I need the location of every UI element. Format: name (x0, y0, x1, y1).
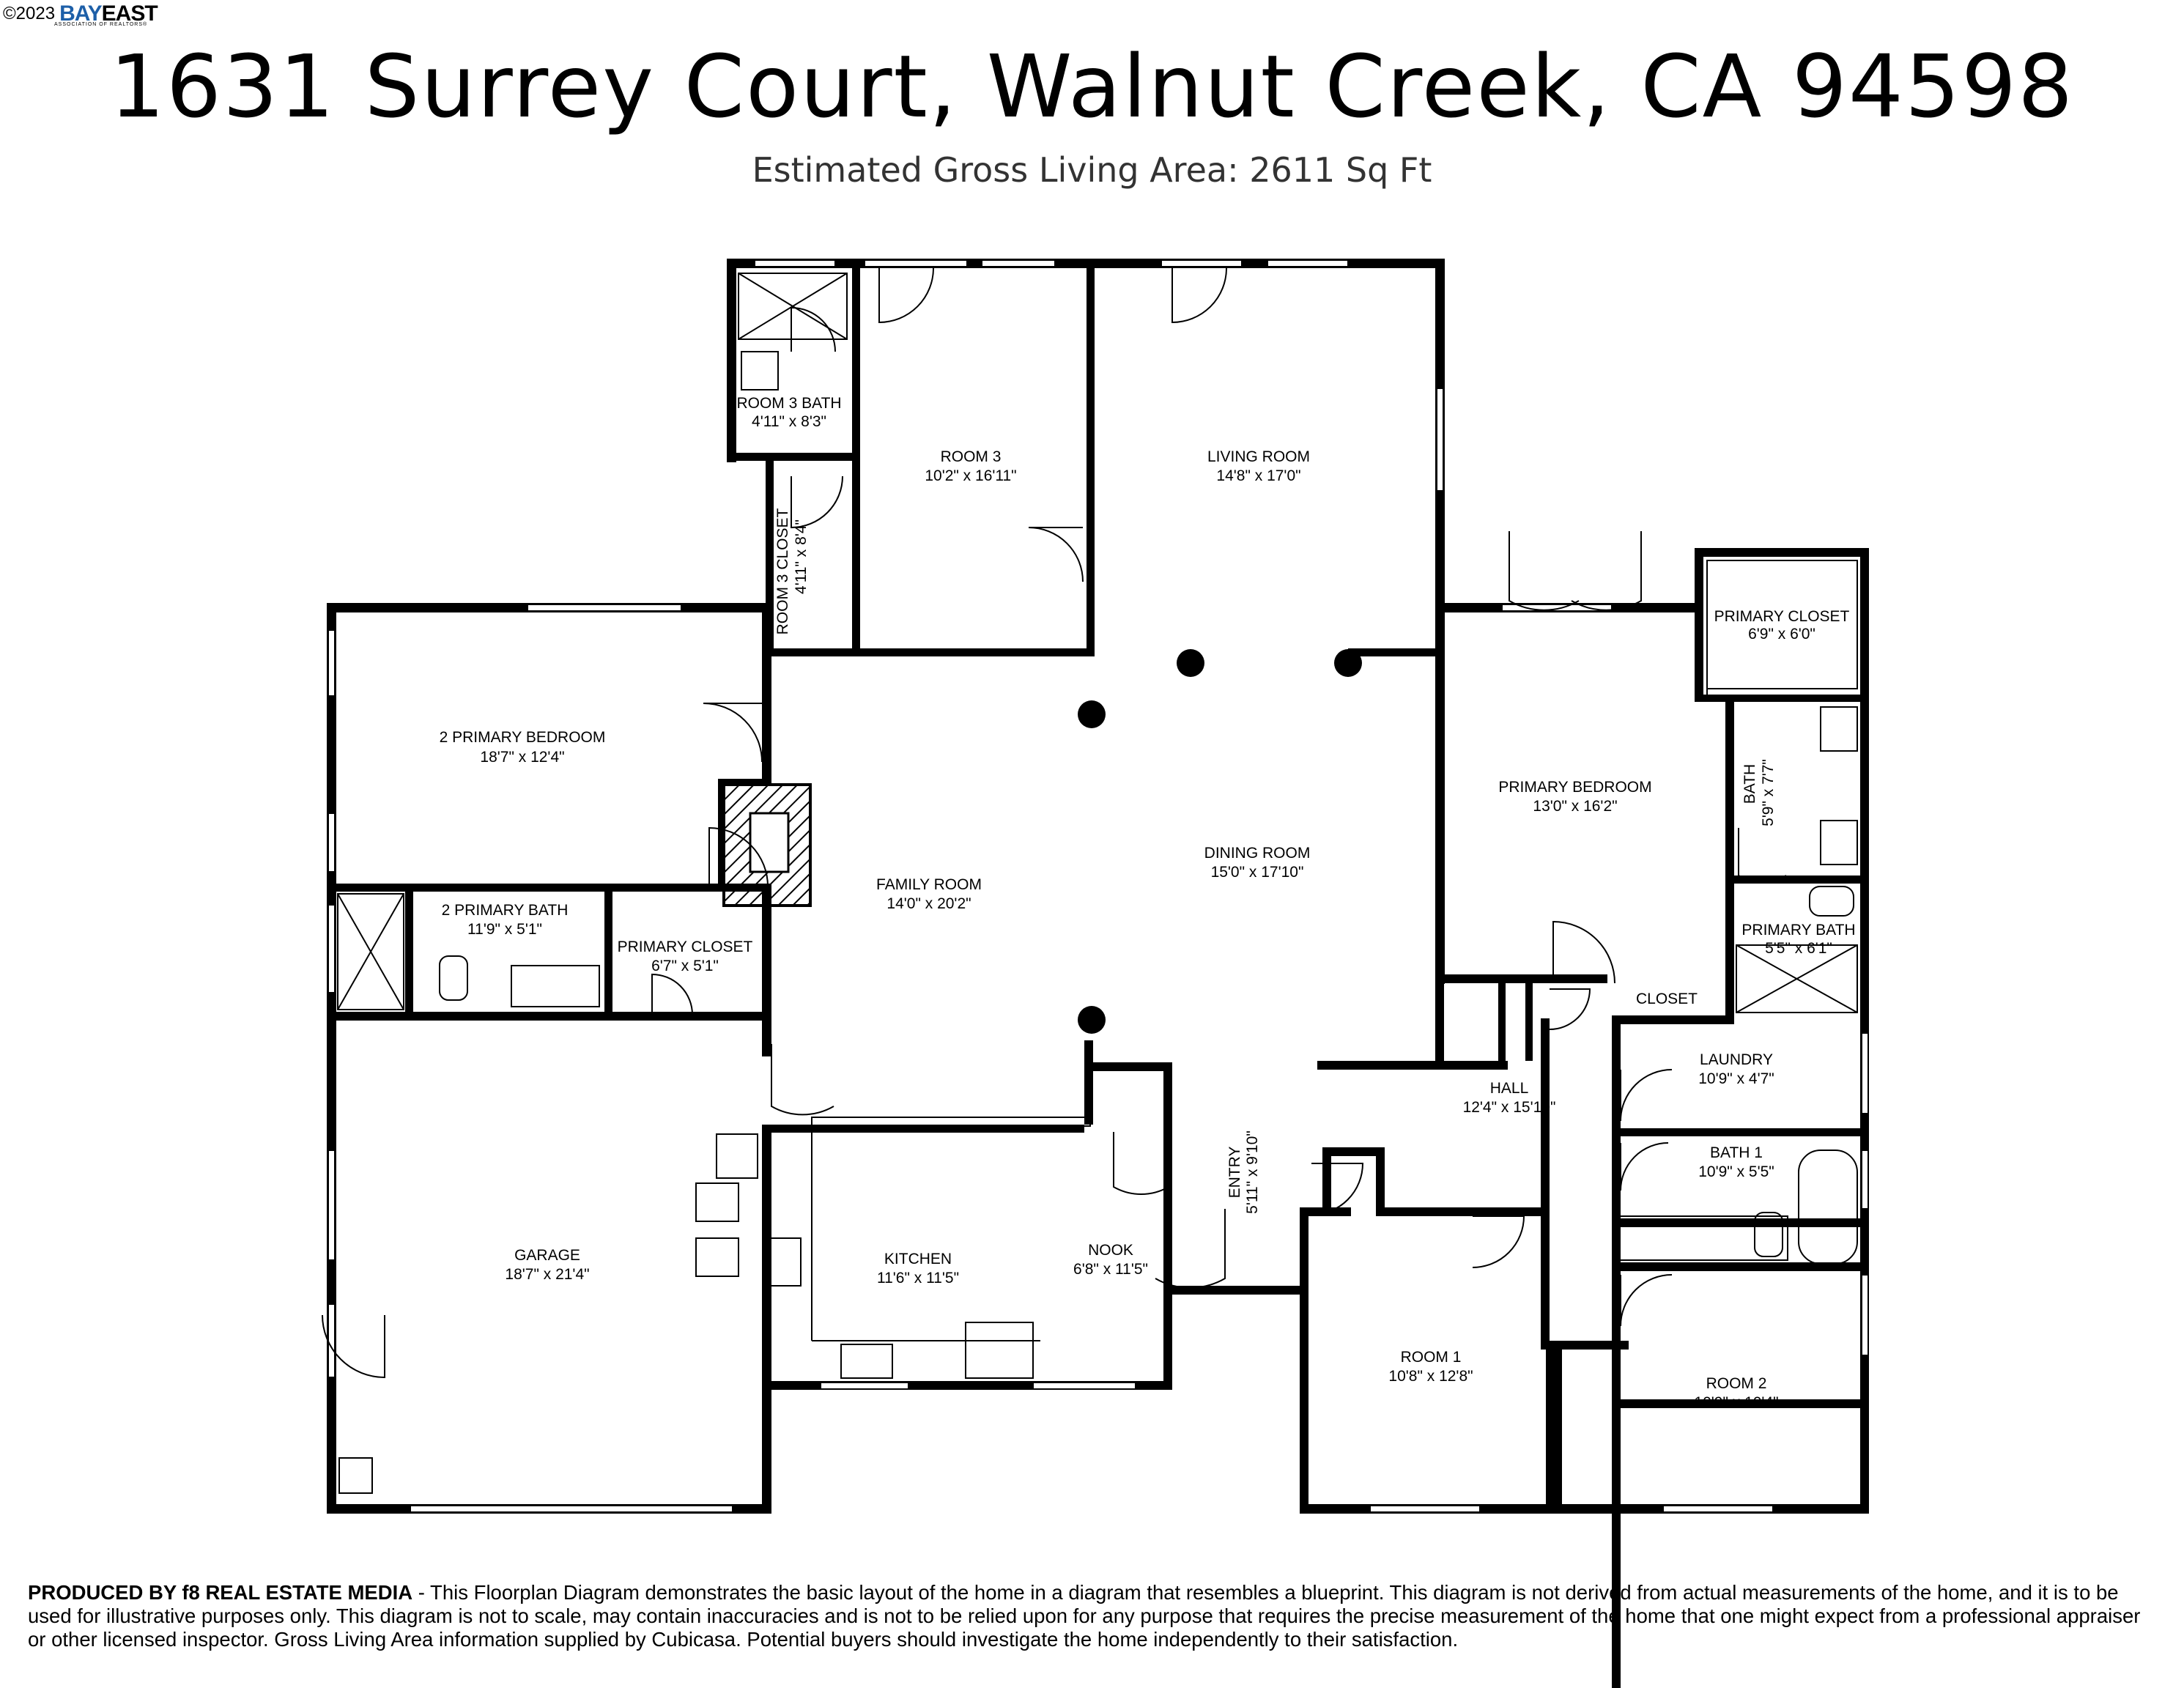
room-dims-room3: 10'2" x 16'11" (925, 467, 1016, 484)
room-label-primary-bath: PRIMARY BATH (1741, 922, 1855, 939)
room-dims-room3-bath: 4'11" x 8'3" (752, 413, 826, 430)
room-label-2-primary-bedroom: 2 PRIMARY BEDROOM (440, 729, 606, 746)
copyright-text: ©2023 (3, 4, 56, 23)
room-dims-2-primary-bath: 11'9" x 5'1" (467, 921, 542, 938)
room-dims-room-2: 10'9" x 10'4" (1694, 1394, 1778, 1411)
room-dims-room-1: 10'8" x 12'8" (1388, 1368, 1473, 1385)
room-label-primary-closet: PRIMARY CLOSET (1714, 608, 1850, 625)
bayeast-logo: ©2023 BAYEAST ASSOCIATION OF REALTORS® (3, 1, 158, 27)
room-dims-bath-1: 10'9" x 5'5" (1698, 1163, 1774, 1180)
fireplace-firebox (749, 812, 790, 873)
room-label-garage: GARAGE (514, 1247, 580, 1264)
columns (1078, 649, 1362, 1034)
disclaimer: PRODUCED BY f8 REAL ESTATE MEDIA - This … (28, 1581, 2156, 1651)
brand-tagline: ASSOCIATION OF REALTORS® (54, 22, 148, 27)
room-dims-primary-closet-2: 6'7" x 5'1" (651, 958, 719, 974)
room-label-closet: CLOSET (1636, 991, 1698, 1007)
page-title: 1631 Surrey Court, Walnut Creek, CA 9459… (109, 36, 2075, 137)
room-dims-laundry: 10'9" x 4'7" (1698, 1070, 1774, 1087)
walls (327, 259, 1869, 1688)
room-label-bath: BATH (1741, 764, 1758, 804)
room-label-room3-closet: ROOM 3 CLOSET (774, 508, 791, 634)
room-dims-primary-bath: 5'5" x 6'1" (1765, 940, 1832, 957)
room-dims-primary-closet: 6'9" x 6'0" (1748, 626, 1815, 643)
room-dims-entry: 5'11" x 9'10" (1244, 1130, 1261, 1214)
room-dims-2-primary-bedroom: 18'7" x 12'4" (480, 749, 564, 766)
room-label-room-2: ROOM 2 (1706, 1375, 1767, 1392)
room-label-entry: ENTRY (1226, 1147, 1243, 1199)
room-label-2-primary-bath: 2 PRIMARY BATH (442, 902, 569, 919)
room-dims-room3-closet: 4'11" x 8'4" (793, 519, 810, 594)
disclaimer-lead: PRODUCED BY f8 REAL ESTATE MEDIA (28, 1581, 413, 1604)
brand-wordmark: BAYEAST (59, 1, 158, 26)
room-label-kitchen: KITCHEN (884, 1251, 952, 1267)
brand-part-b: EAST (101, 1, 158, 26)
room-dims-living-room: 14'8" x 17'0" (1216, 467, 1300, 484)
fixtures (337, 273, 1858, 1494)
disclaimer-body: - This Floorplan Diagram demonstrates th… (28, 1581, 2141, 1651)
room-label-primary-closet-2: PRIMARY CLOSET (618, 939, 753, 955)
brand-part-a: BAY (59, 1, 103, 26)
room-label-nook: NOOK (1088, 1242, 1133, 1259)
windows (327, 259, 1869, 1513)
room-label-room3-bath: ROOM 3 BATH (736, 395, 841, 412)
room-label-bath-1: BATH 1 (1710, 1144, 1763, 1161)
room-dims-bath: 5'9" x 7'7" (1760, 759, 1777, 826)
room-dims-garage: 18'7" x 21'4" (505, 1266, 589, 1283)
room-label-living-room: LIVING ROOM (1207, 448, 1310, 465)
room-label-laundry: LAUNDRY (1700, 1051, 1773, 1068)
room-dims-family-room: 14'0" x 20'2" (886, 895, 971, 912)
room-dims-nook: 6'8" x 11'5" (1073, 1261, 1148, 1278)
room-label-family-room: FAMILY ROOM (876, 876, 982, 893)
doors (322, 267, 1787, 1379)
room-dims-hall: 12'4" x 15'10" (1463, 1099, 1556, 1116)
room-labels: ROOM 3 BATH 4'11" x 8'3" ROOM 3 10'2" x … (440, 395, 1856, 1411)
room-dims-primary-bedroom: 13'0" x 16'2" (1533, 798, 1617, 815)
room-dims-kitchen: 11'6" x 11'5" (877, 1270, 959, 1287)
room-label-room-1: ROOM 1 (1401, 1349, 1462, 1366)
room-label-room3: ROOM 3 (941, 448, 1002, 465)
room-dims-dining-room: 15'0" x 17'10" (1211, 864, 1304, 881)
room-label-primary-bedroom: PRIMARY BEDROOM (1498, 779, 1651, 796)
page-subtitle: Estimated Gross Living Area: 2611 Sq Ft (752, 150, 1432, 190)
room-label-hall: HALL (1490, 1080, 1529, 1097)
room-label-dining-room: DINING ROOM (1204, 845, 1311, 862)
